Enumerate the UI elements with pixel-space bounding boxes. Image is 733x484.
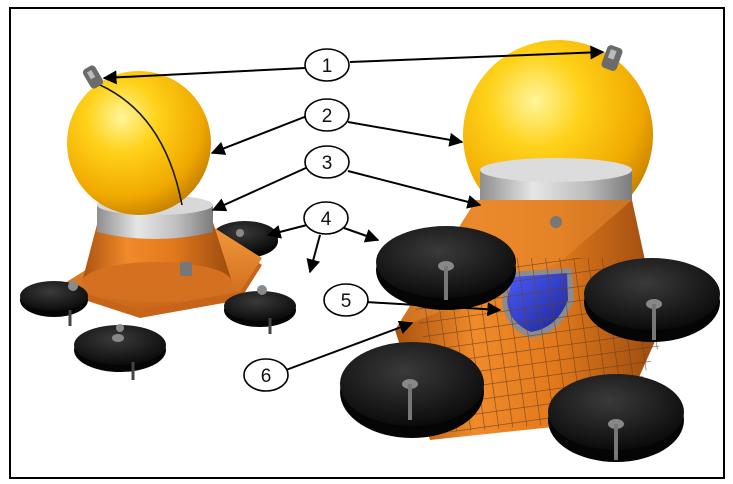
callout-3-label: 3 xyxy=(322,153,333,174)
callout-5-label: 5 xyxy=(341,291,352,312)
arrow-4-right xyxy=(343,227,380,243)
arrow-3-right xyxy=(347,170,482,209)
callout-2-label: 2 xyxy=(322,106,333,127)
callout-3: 3 xyxy=(304,145,350,179)
callout-4-label: 4 xyxy=(321,209,332,230)
callout-2: 2 xyxy=(304,98,350,132)
left-foot-left xyxy=(20,281,88,326)
right-device xyxy=(340,40,720,462)
arrow-5 xyxy=(365,301,502,317)
arrow-1-right xyxy=(349,45,605,63)
arrow-4-left xyxy=(266,224,308,239)
arrow-2-left xyxy=(210,115,308,155)
left-bolt xyxy=(180,262,192,276)
left-foot-right xyxy=(224,291,296,334)
right-foot-top-right xyxy=(584,258,720,342)
right-foot-bottom-left xyxy=(340,342,484,438)
callout-1-label: 1 xyxy=(322,56,333,77)
arrow-1-left xyxy=(102,67,306,85)
right-foot-bottom-right xyxy=(548,374,684,462)
left-device xyxy=(20,65,296,380)
right-foot-top-left xyxy=(376,226,516,310)
right-antenna xyxy=(601,45,623,71)
callout-4: 4 xyxy=(303,201,349,235)
left-antenna xyxy=(82,65,104,89)
arrow-3-left xyxy=(211,166,309,212)
callout-5: 5 xyxy=(323,283,369,317)
callout-1: 1 xyxy=(304,48,350,82)
left-foot-front xyxy=(74,325,166,380)
left-sphere xyxy=(67,71,211,215)
arrow-6 xyxy=(285,320,414,371)
arrow-4-down xyxy=(306,234,321,274)
callout-arrows xyxy=(102,45,605,371)
arrow-2-right xyxy=(347,121,464,147)
callout-6: 6 xyxy=(243,358,289,392)
callout-6-label: 6 xyxy=(261,366,272,387)
